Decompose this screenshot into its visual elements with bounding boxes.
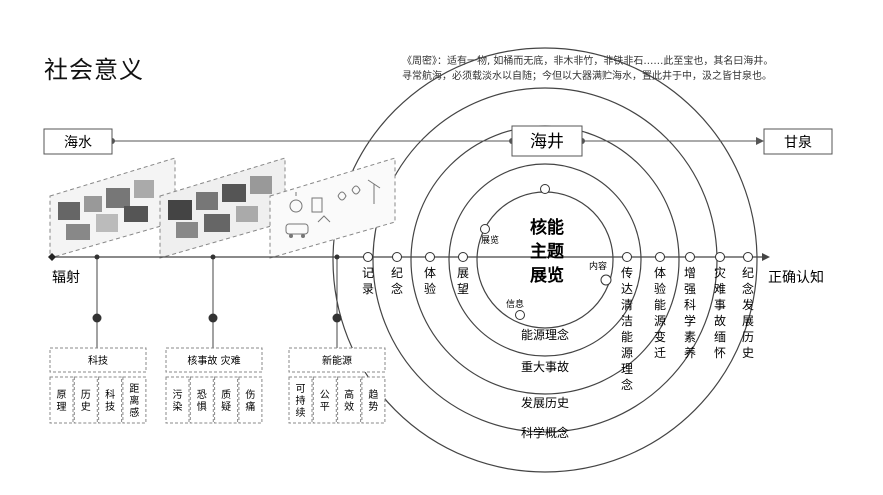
- flow-arrow-head: [756, 137, 764, 145]
- group-0-item-2: 科技: [105, 388, 115, 413]
- group-1-item-3: 伤痛: [245, 388, 255, 413]
- ring-label-science-concept: 科学概念: [521, 425, 569, 440]
- photo-panel-disaster: [160, 158, 285, 258]
- icon-panel-new-energy: [270, 158, 395, 258]
- milestone-label-6: 增强科学素养: [684, 266, 696, 360]
- core-title-line-1: 核能: [530, 217, 564, 238]
- milestone-label-2: 体验: [424, 266, 436, 296]
- milestone-node-7: [716, 253, 725, 262]
- milestone-label-5: 体验能源变迁: [654, 266, 666, 360]
- core-node-content: [601, 275, 611, 285]
- group-title-0: 科技: [88, 354, 108, 367]
- axis-dot-tech: [95, 255, 100, 260]
- group-title-1: 核事故 灾难: [187, 354, 240, 367]
- milestone-node-5: [656, 253, 665, 262]
- axis-end-label: 正确认知: [768, 269, 824, 286]
- core-node-info: [516, 311, 525, 320]
- axis-dot-disaster: [211, 255, 216, 260]
- flow-label-seawater: 海水: [64, 135, 92, 151]
- milestone-node-0: [364, 253, 373, 262]
- inner-label-info: 信息: [506, 298, 524, 310]
- group-2-item-2: 高效: [344, 388, 354, 413]
- ring-label-energy-concept: 能源理念: [521, 327, 569, 342]
- core-node-display: [481, 225, 490, 234]
- milestone-node-1: [393, 253, 402, 262]
- milestone-node-2: [426, 253, 435, 262]
- inner-label-display: 展览: [481, 234, 499, 246]
- axis-start-label: 辐射: [52, 270, 80, 286]
- group-2-item-0: 可持续: [296, 384, 306, 419]
- milestone-label-3: 展望: [457, 266, 469, 296]
- ring-label-major-accidents: 重大事故: [521, 359, 569, 374]
- milestone-node-4: [623, 253, 632, 262]
- connector-node-new-energy: [333, 314, 342, 323]
- milestone-label-7: 灾难事故缅怀: [714, 265, 726, 360]
- inner-label-content: 内容: [589, 260, 607, 272]
- core-title-line-3: 展览: [530, 265, 564, 286]
- axis-dot-new-energy: [335, 255, 340, 260]
- milestone-node-8: [744, 253, 753, 262]
- group-2-item-1: 公平: [320, 390, 330, 413]
- connector-node-disaster: [209, 314, 218, 323]
- core-title-line-2: 主题: [530, 241, 565, 262]
- core-node-top: [541, 185, 550, 194]
- flow-label-seawell: 海井: [530, 132, 564, 152]
- milestone-label-4: 传达清洁能源理念: [621, 265, 633, 392]
- flow-label-freshwater: 甘泉: [784, 134, 812, 151]
- group-0-item-3: 距离感: [129, 383, 139, 419]
- group-2-item-3: 趋势: [368, 388, 378, 413]
- photo-panel-tech: [50, 158, 175, 258]
- milestone-node-3: [459, 253, 468, 262]
- ring-label-development-history: 发展历史: [521, 395, 569, 410]
- milestone-label-1: 纪念: [391, 266, 403, 296]
- milestone-label-8: 纪念发展历史: [742, 266, 754, 360]
- axis-arrow-head: [762, 253, 770, 261]
- milestone-node-6: [686, 253, 695, 262]
- milestone-label-0: 记录: [362, 266, 374, 296]
- connector-node-tech: [93, 314, 102, 323]
- group-title-2: 新能源: [322, 354, 352, 367]
